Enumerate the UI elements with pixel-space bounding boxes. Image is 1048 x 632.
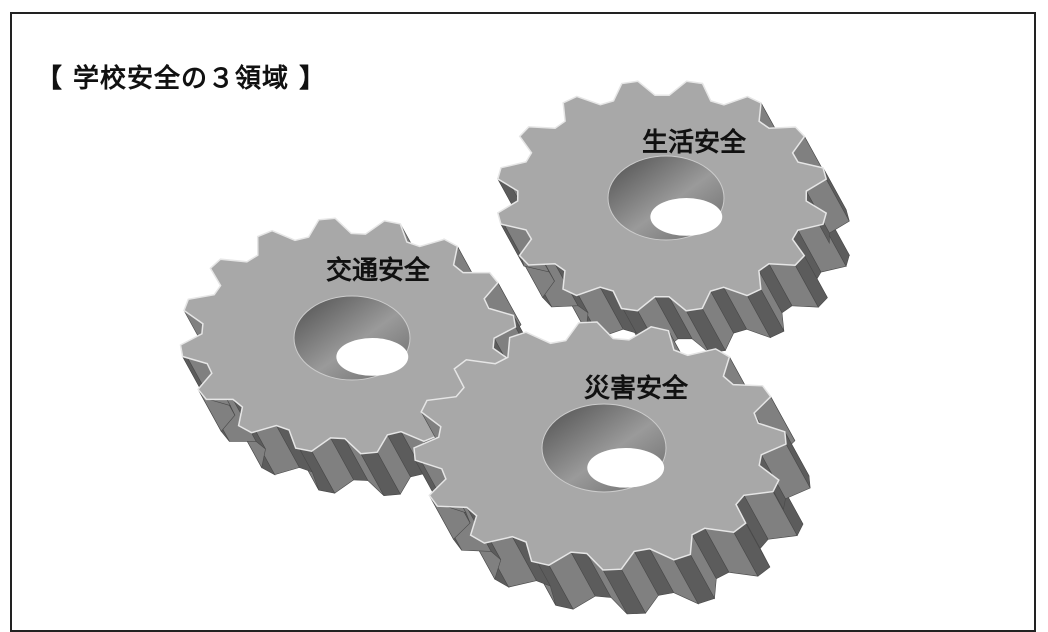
- gear-label-disaster: 災害安全: [584, 374, 689, 404]
- gear-hole-opening: [336, 338, 409, 376]
- gear-disaster: [413, 321, 811, 615]
- diagram-title: 【 学校安全の３領域 】: [36, 64, 327, 94]
- gear-label-traffic: 交通安全: [326, 256, 431, 286]
- gear-hole-opening: [650, 198, 723, 236]
- gear-hole-opening: [587, 448, 665, 488]
- gear-label-life: 生活安全: [642, 128, 747, 158]
- gear-life: [496, 80, 851, 354]
